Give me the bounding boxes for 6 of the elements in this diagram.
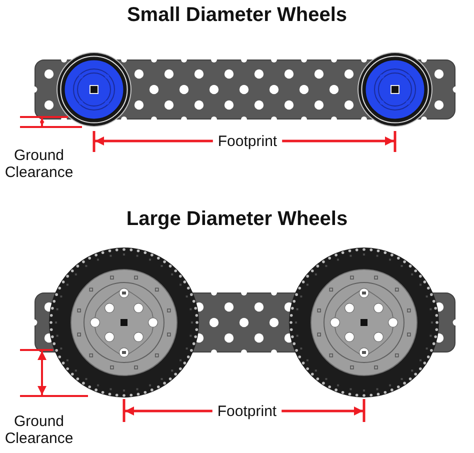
dimension-label: Footprint [217, 402, 277, 420]
dimension-label: Footprint [218, 132, 278, 150]
dimension-label: Ground Clearance [4, 413, 74, 447]
heading: Small Diameter Wheels [126, 2, 348, 26]
heading: Large Diameter Wheels [125, 206, 349, 230]
dimension-label: Ground Clearance [4, 147, 74, 181]
